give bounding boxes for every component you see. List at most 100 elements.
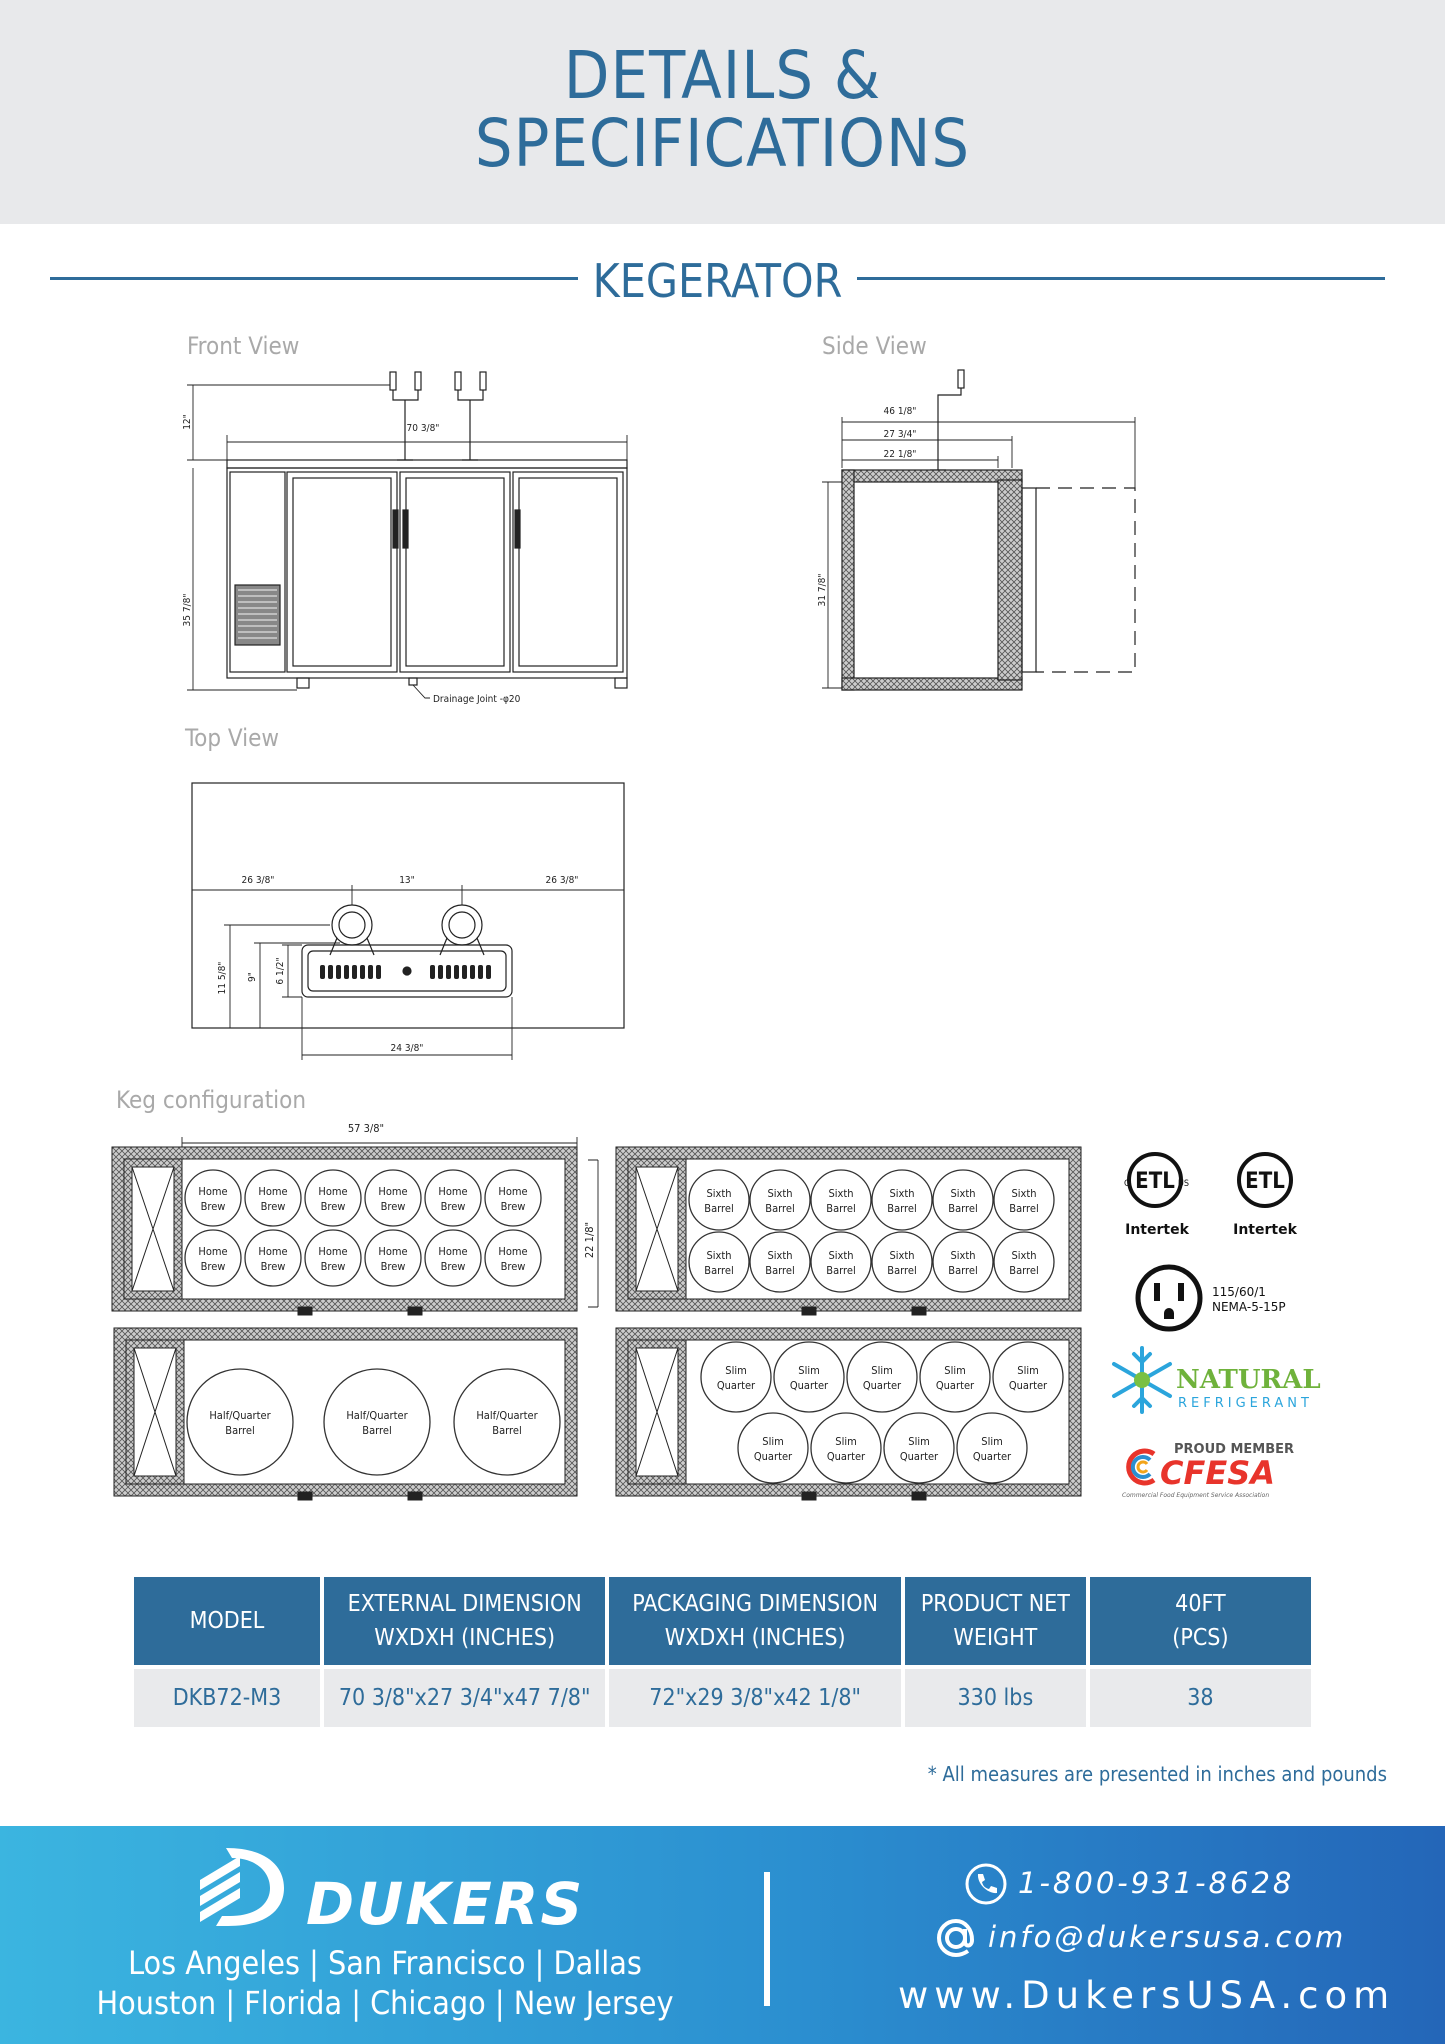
sixth-barrel-keg	[871, 1169, 933, 1231]
home-brew-keg-label: Brew	[261, 1260, 286, 1273]
cell-40ft: 38	[1089, 1669, 1311, 1727]
top-dim-right: 26 3/8"	[546, 875, 579, 886]
home-brew-keg-label: Home	[498, 1245, 527, 1258]
home-brew-keg	[304, 1169, 362, 1227]
sixth-barrel-keg-label: Barrel	[704, 1264, 733, 1277]
keg-dim-width: 57 3/8"	[348, 1122, 384, 1135]
sixth-barrel-keg	[932, 1231, 994, 1293]
slim-quarter-keg-label: Quarter	[827, 1450, 866, 1463]
slim-quarter-keg-label: Quarter	[973, 1450, 1012, 1463]
side-view-drawing: 46 1/8" 27 3/4" 22 1/8" 31 7/8"	[817, 369, 1136, 691]
sixth-barrel-keg-label: Barrel	[1009, 1264, 1038, 1277]
side-dim-3: 22 1/8"	[884, 449, 917, 460]
top-dim-tray: 6 1/2"	[275, 957, 286, 984]
slim-quarter-keg-label: Quarter	[790, 1379, 829, 1392]
slim-quarter-keg-label: Slim	[835, 1435, 856, 1448]
home-brew-keg-label: Brew	[441, 1200, 466, 1213]
sixth-barrel-keg	[688, 1231, 750, 1293]
slim-quarter-keg-label: Slim	[871, 1364, 892, 1377]
sixth-barrel-keg	[871, 1231, 933, 1293]
etl-intertek-label-2: Intertek	[1233, 1222, 1297, 1238]
sixth-barrel-keg-label: Sixth	[767, 1187, 792, 1200]
sixth-barrel-keg-label: Barrel	[826, 1264, 855, 1277]
top-view-label: Top View	[185, 724, 280, 752]
svg-text:ETL: ETL	[1245, 1169, 1285, 1194]
sixth-barrel-keg-label: Barrel	[948, 1202, 977, 1215]
top-dim-center: 13"	[399, 875, 415, 886]
slim-quarter-keg-label: Quarter	[717, 1379, 756, 1392]
sixth-barrel-keg	[688, 1169, 750, 1231]
email-address[interactable]: info@dukersusa.com	[988, 1920, 1347, 1954]
section-title: KEGERATOR	[50, 250, 1385, 308]
home-brew-keg-label: Brew	[381, 1200, 406, 1213]
home-brew-keg	[304, 1229, 362, 1287]
section-rule-right	[857, 277, 1385, 280]
slim-quarter-keg-label: Slim	[1017, 1364, 1038, 1377]
home-brew-keg-label: Brew	[501, 1260, 526, 1273]
sixth-barrel-keg	[993, 1169, 1055, 1231]
half-quarter-keg-label: Barrel	[225, 1424, 254, 1437]
side-dim-2: 27 3/4"	[884, 429, 917, 440]
half-quarter-keg-label: Barrel	[492, 1424, 521, 1437]
sixth-barrel-keg-label: Barrel	[887, 1202, 916, 1215]
home-brew-keg-label: Home	[378, 1245, 407, 1258]
sixth-barrel-keg-label: Sixth	[950, 1187, 975, 1200]
table-row: DKB72-M3 70 3/8"x27 3/4"x47 7/8" 72"x29 …	[134, 1669, 1311, 1727]
sixth-barrel-keg	[993, 1231, 1055, 1293]
sixth-barrel-keg	[932, 1169, 994, 1231]
sixth-barrel-keg-label: Sixth	[706, 1249, 731, 1262]
cell-external-dimension: 70 3/8"x27 3/4"x47 7/8"	[323, 1669, 606, 1727]
home-brew-keg	[364, 1229, 422, 1287]
home-brew-keg-label: Brew	[321, 1200, 346, 1213]
half-quarter-keg	[323, 1368, 431, 1476]
slim-quarter-keg	[883, 1412, 955, 1484]
home-brew-keg	[184, 1229, 242, 1287]
header-40ft: 40FT(PCS)	[1089, 1577, 1311, 1665]
side-dim-1: 46 1/8"	[884, 406, 917, 417]
sixth-barrel-keg-label: Barrel	[887, 1264, 916, 1277]
sixth-barrel-keg-label: Barrel	[704, 1202, 733, 1215]
keg-config-label: Keg configuration	[116, 1086, 307, 1114]
sixth-barrel-keg-label: Barrel	[826, 1202, 855, 1215]
top-dim-left: 26 3/8"	[242, 875, 275, 886]
home-brew-keg-label: Home	[258, 1185, 287, 1198]
sixth-barrel-keg-label: Sixth	[706, 1187, 731, 1200]
phone-icon	[965, 1863, 1007, 1905]
home-brew-keg	[184, 1169, 242, 1227]
svg-text:US: US	[1178, 1179, 1189, 1189]
keg-circles: HomeBrewHomeBrewHomeBrewHomeBrewHomeBrew…	[184, 1169, 1064, 1484]
home-brew-keg-label: Brew	[201, 1200, 226, 1213]
etl-intertek-label-1: Intertek	[1125, 1222, 1189, 1238]
slim-quarter-keg-label: Quarter	[900, 1450, 939, 1463]
cities-line-2: Houston | Florida | Chicago | New Jersey	[96, 1984, 674, 2022]
side-view-label: Side View	[822, 332, 927, 360]
cfesa-swirl-icon	[1126, 1448, 1156, 1486]
sixth-barrel-keg-label: Sixth	[1011, 1187, 1036, 1200]
dukers-logo-icon	[200, 1848, 284, 1926]
plug-spec-line2: NEMA-5-15P	[1212, 1300, 1286, 1314]
sixth-barrel-keg-label: Sixth	[889, 1187, 914, 1200]
measures-note: * All measures are presented in inches a…	[927, 1762, 1387, 1786]
svg-text:C: C	[1124, 1179, 1130, 1189]
header-model: MODEL	[134, 1577, 320, 1665]
top-dim-depth: 11 5/8"	[217, 962, 228, 995]
home-brew-keg-label: Home	[378, 1185, 407, 1198]
half-quarter-keg	[186, 1368, 294, 1476]
home-brew-keg-label: Home	[438, 1245, 467, 1258]
slim-quarter-keg-label: Quarter	[1009, 1379, 1048, 1392]
home-brew-keg-label: Brew	[501, 1200, 526, 1213]
section-rule-left	[50, 277, 578, 280]
slim-quarter-keg-label: Quarter	[863, 1379, 902, 1392]
home-brew-keg-label: Brew	[441, 1260, 466, 1273]
page-header: DETAILS & SPECIFICATIONS	[0, 0, 1445, 224]
slim-quarter-keg	[810, 1412, 882, 1484]
website-link[interactable]: www.DukersUSA.com	[898, 1974, 1396, 2017]
front-view-drawing: 70 3/8" 12" 35 7/8" Drainage Joint -φ20	[182, 371, 628, 705]
phone-number[interactable]: 1-800-931-8628	[1018, 1866, 1295, 1900]
slim-quarter-keg-label: Quarter	[754, 1450, 793, 1463]
home-brew-keg	[424, 1169, 482, 1227]
sixth-barrel-keg	[749, 1169, 811, 1231]
cell-model: DKB72-M3	[134, 1669, 320, 1727]
